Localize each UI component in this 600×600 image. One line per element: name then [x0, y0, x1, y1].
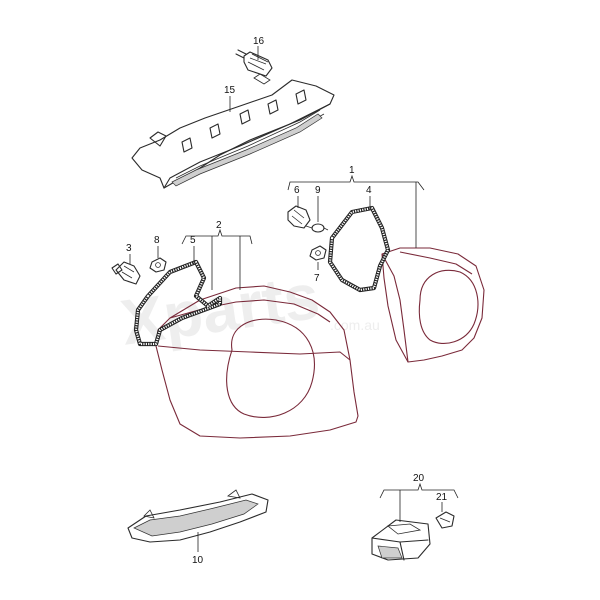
- callout-21: 21: [436, 492, 448, 503]
- bulb-16: [235, 49, 273, 77]
- license-light-20: [371, 519, 431, 561]
- inner-tail-light: [381, 247, 485, 363]
- nut-8: [149, 257, 167, 273]
- callout-20: 20: [413, 473, 425, 484]
- callout-9: 9: [315, 185, 321, 196]
- callout-2: 2: [216, 220, 222, 231]
- watermark-domain: .com.au: [330, 317, 380, 333]
- bulb-21: [435, 511, 455, 529]
- bulb-9: [305, 223, 329, 233]
- callout-7: 7: [314, 273, 320, 284]
- reflector-10: [127, 489, 269, 543]
- third-brake-light: [131, 73, 335, 189]
- callout-5: 5: [190, 235, 196, 246]
- callout-10: 10: [192, 555, 204, 566]
- callout-4: 4: [366, 185, 372, 196]
- leader-lines: [129, 46, 459, 552]
- socket-6: [287, 205, 311, 229]
- callout-3: 3: [126, 243, 132, 254]
- callout-1: 1: [349, 165, 355, 176]
- gasket-5: [133, 259, 223, 347]
- callout-6: 6: [294, 185, 300, 196]
- callout-labels: 16 15 1 6 9 4 7 2 3 8 5 10 20 21: [126, 36, 448, 566]
- nut-7: [309, 245, 327, 261]
- bulb-holder-3: [111, 261, 141, 285]
- gasket-4: [327, 205, 391, 293]
- callout-15: 15: [224, 85, 236, 96]
- callout-16: 16: [253, 36, 265, 47]
- callout-8: 8: [154, 235, 160, 246]
